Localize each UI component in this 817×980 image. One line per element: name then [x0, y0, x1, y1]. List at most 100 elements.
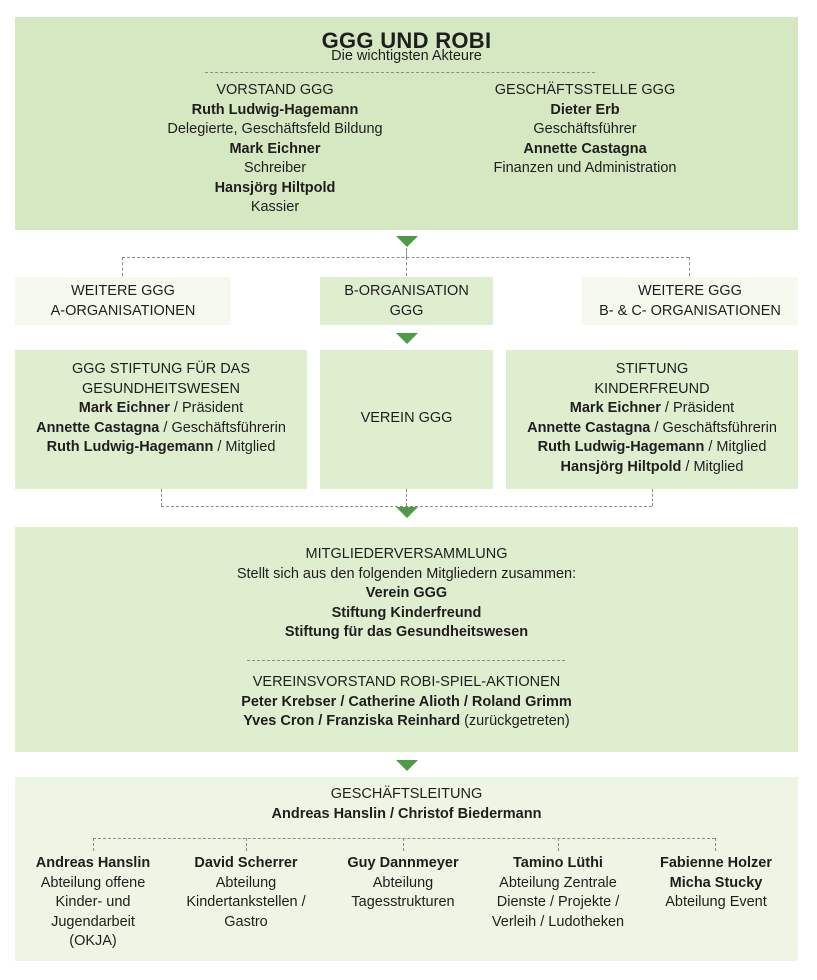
connector-line: [93, 838, 94, 851]
vorstand-member-role: Kassier: [250, 199, 300, 215]
org-label: A-ORGANISATIONEN: [50, 302, 196, 319]
member-role: / Geschäftsführerin: [650, 419, 777, 436]
top-box: GGG UND ROBI Die wichtigsten Akteure VOR…: [15, 17, 798, 230]
member-role: / Präsident: [660, 400, 735, 416]
geschaeftsstelle-member-role: Finanzen und Administration: [493, 160, 677, 176]
arrow-down: [396, 333, 418, 344]
stiftung-kinderfreund-heading: KINDERFREUND: [594, 380, 710, 397]
abteilung-desc: Abteilung: [215, 874, 277, 891]
stiftung-gesundheit-heading: GESUNDHEITSWESEN: [82, 380, 240, 397]
vereinsvorstand-note: (zurückgetreten): [460, 713, 570, 729]
member-role: / Geschäftsführerin: [159, 419, 286, 436]
stiftung-member: Hansjörg Hiltpold / Mitglied: [506, 458, 798, 478]
geschaeftsstelle-member-role: Geschäftsführer: [533, 121, 637, 137]
stiftung-member: Annette Castagna / Geschäftsführerin: [15, 419, 307, 439]
connector-line: [406, 248, 407, 258]
vorstand-member-role: Delegierte, Geschäftsfeld Bildung: [167, 121, 383, 137]
geschaeftsstelle-heading: GESCHÄFTSSTELLE GGG: [494, 82, 676, 98]
member-name: Mark Eichner: [569, 400, 661, 416]
stiftung-kinderfreund-box: STIFTUNG KINDERFREUND Mark Eichner / Prä…: [506, 350, 798, 489]
org-box-weitere-bc: WEITERE GGG B- & C- ORGANISATIONEN: [582, 277, 798, 325]
member-organisation: Verein GGG: [365, 585, 448, 601]
member-name: Annette Castagna: [36, 419, 160, 436]
connector-line: [246, 838, 247, 851]
connector-line: [406, 489, 407, 506]
abteilung-desc: Kindertankstellen /: [186, 894, 306, 910]
org-box-b-organisation: B-ORGANISATION GGG: [320, 277, 493, 325]
geschaeftsleitung-names: Andreas Hanslin / Christof Biedermann: [271, 805, 542, 822]
stiftung-member: Mark Eichner / Präsident: [15, 399, 307, 419]
diagram-subtitle: Die wichtigsten Akteure: [331, 48, 482, 64]
vorstand-member-name: Ruth Ludwig-Hagemann: [191, 101, 359, 118]
stiftung-kinderfreund-heading: STIFTUNG: [615, 361, 689, 377]
abteilung-desc: Abteilung: [372, 874, 434, 891]
section-separator: [247, 660, 565, 661]
member-role: / Mitglied: [681, 458, 744, 475]
arrow-down: [396, 507, 418, 518]
geschaeftsleitung-heading: GESCHÄFTSLEITUNG: [330, 786, 483, 802]
vereinsvorstand-names: Yves Cron / Franziska Reinhard: [243, 713, 461, 729]
connector-line: [161, 506, 652, 507]
connector-line: [122, 257, 689, 258]
mitgliederversammlung-intro: Stellt sich aus den folgenden Mitglieder…: [236, 565, 577, 582]
abteilung-desc: Abteilung Zentrale: [499, 874, 617, 891]
abteilung-event: Fabienne Holzer Micha Stucky Abteilung E…: [635, 854, 797, 913]
member-organisation: Stiftung Kinderfreund: [331, 604, 482, 621]
member-name: Annette Castagna: [527, 419, 651, 436]
connector-line: [403, 838, 404, 851]
abteilung-lead: Andreas Hanslin: [35, 855, 151, 871]
abteilung-okja: Andreas Hanslin Abteilung offene Kinder-…: [11, 854, 175, 952]
stiftung-member: Mark Eichner / Präsident: [506, 399, 798, 419]
mitgliederversammlung-heading: MITGLIEDERVERSAMMLUNG: [305, 546, 508, 562]
abteilung-lead: David Scherrer: [194, 855, 298, 871]
abteilung-lead: Micha Stucky: [669, 874, 763, 891]
abteilung-tagesstrukturen: Guy Dannmeyer Abteilung Tagesstrukturen: [323, 854, 483, 913]
vereinsvorstand-members-2: Yves Cron / Franziska Reinhard (zurückge…: [15, 712, 798, 732]
member-role: / Mitglied: [213, 439, 276, 455]
verein-ggg-box: VEREIN GGG: [320, 350, 493, 489]
stiftung-member: Annette Castagna / Geschäftsführerin: [506, 419, 798, 439]
vorstand-heading: VORSTAND GGG: [216, 82, 334, 98]
mitgliederversammlung-box: MITGLIEDERVERSAMMLUNG Stellt sich aus de…: [15, 527, 798, 752]
stiftung-member: Ruth Ludwig-Hagemann / Mitglied: [506, 438, 798, 458]
abteilung-desc: Abteilung offene: [40, 874, 146, 891]
abteilung-desc: Verleih / Ludotheken: [491, 913, 625, 930]
vorstand-column: VORSTAND GGG Ruth Ludwig-Hagemann Delegi…: [105, 81, 445, 218]
geschaeftsstelle-member-name: Annette Castagna: [523, 140, 647, 157]
org-label: WEITERE GGG: [638, 283, 742, 299]
connector-line: [93, 838, 715, 839]
abteilung-desc: Abteilung Event: [665, 894, 767, 910]
org-label: B-ORGANISATION: [344, 283, 469, 299]
org-label: GGG: [389, 302, 424, 319]
vereinsvorstand-block: VEREINSVORSTAND ROBI-SPIEL-AKTIONEN Pete…: [15, 673, 798, 732]
abteilung-zentrale-dienste: Tamino Lüthi Abteilung Zentrale Dienste …: [473, 854, 643, 932]
org-box-weitere-a: WEITERE GGG A-ORGANISATIONEN: [15, 277, 231, 325]
mitgliederversammlung-block: MITGLIEDERVERSAMMLUNG Stellt sich aus de…: [15, 545, 798, 643]
abteilung-lead: Tamino Lüthi: [513, 855, 603, 871]
diagram-title: GGG UND ROBI: [321, 28, 492, 53]
org-label: B- & C- ORGANISATIONEN: [599, 302, 781, 319]
arrow-down: [396, 236, 418, 247]
arrow-down: [396, 760, 418, 771]
abteilung-desc: Jugendarbeit: [51, 913, 135, 930]
vorstand-member-name: Hansjörg Hiltpold: [214, 179, 336, 196]
vorstand-member-role: Schreiber: [243, 160, 307, 176]
stiftung-member: Ruth Ludwig-Hagemann / Mitglied: [15, 438, 307, 458]
geschaeftsleitung-block: GESCHÄFTSLEITUNG Andreas Hanslin / Chris…: [15, 785, 798, 824]
connector-line: [715, 838, 716, 851]
vereinsvorstand-heading: VEREINSVORSTAND ROBI-SPIEL-AKTIONEN: [252, 674, 561, 690]
connector-line: [558, 838, 559, 851]
stiftung-gesundheit-box: GGG STIFTUNG FÜR DAS GESUNDHEITSWESEN Ma…: [15, 350, 307, 489]
abteilung-desc: Gastro: [224, 913, 268, 930]
abteilung-desc: Dienste / Projekte /: [496, 894, 620, 910]
connector-line: [689, 257, 690, 276]
org-label: WEITERE GGG: [71, 283, 175, 299]
connector-line: [122, 257, 123, 276]
geschaeftsleitung-box: GESCHÄFTSLEITUNG Andreas Hanslin / Chris…: [15, 777, 798, 961]
verein-label: VEREIN GGG: [360, 410, 453, 426]
member-name: Mark Eichner: [78, 400, 170, 416]
member-role: / Präsident: [169, 400, 244, 416]
member-name: Ruth Ludwig-Hagemann: [46, 439, 214, 455]
abteilung-desc: Tagesstrukturen: [351, 894, 455, 910]
member-name: Ruth Ludwig-Hagemann: [537, 439, 705, 455]
